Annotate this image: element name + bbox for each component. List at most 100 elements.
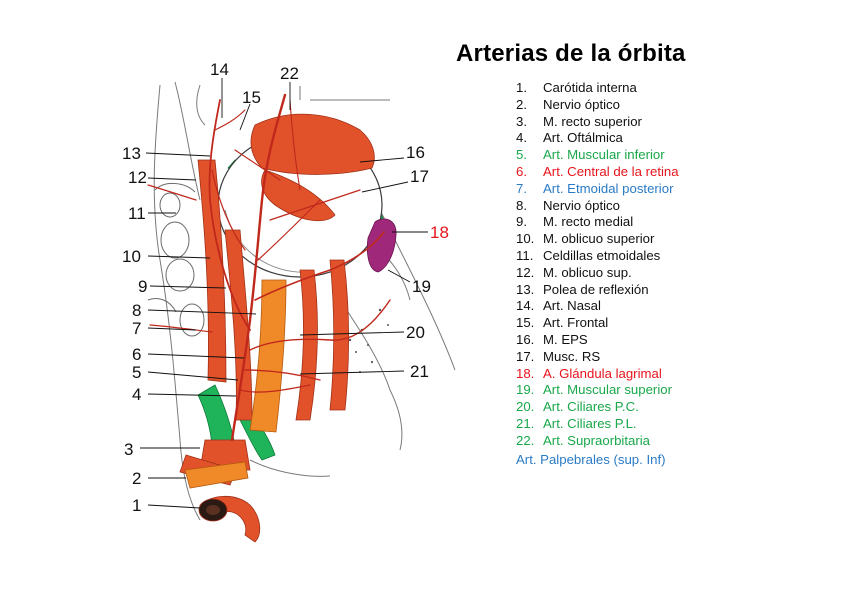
- legend-item-label: Polea de reflexión: [543, 281, 649, 297]
- legend-item-label: Art. Central de la retina: [543, 163, 679, 179]
- diagram-number-14: 14: [210, 60, 229, 79]
- legend-item-label: Art. Oftálmica: [543, 130, 623, 146]
- legend-item-number: 18.: [516, 365, 535, 381]
- legend-item-number: 20.: [516, 399, 535, 415]
- legend-item-label: Art. Nasal: [543, 298, 601, 314]
- legend-item-number: 10.: [516, 231, 535, 247]
- ethmoid-cells: [147, 183, 205, 337]
- legend-list: 1. Carótida interna 2. Nervio óptico 3. M. re…: [516, 80, 679, 450]
- legend-item: 14. Art. Nasal: [516, 298, 679, 315]
- legend-item-number: 16.: [516, 331, 535, 347]
- diagram-number-15: 15: [242, 88, 261, 107]
- page-title: Arterias de la órbita: [456, 40, 686, 67]
- orbit-muscles: [197, 113, 375, 421]
- diagram-number-11: 11: [128, 204, 146, 223]
- legend-item-number: 15.: [516, 315, 535, 331]
- diagram-number-16: 16: [406, 143, 425, 162]
- legend-item-number: 7.: [516, 180, 527, 196]
- legend-item: 7. Art. Etmoidal posterior: [516, 181, 679, 198]
- legend-item-label: M. recto medial: [543, 214, 634, 230]
- legend-item-number: 4.: [516, 130, 527, 146]
- legend-extra-label: Art. Palpebrales (sup. Inf): [516, 452, 666, 467]
- legend-item-label: Nervio óptico: [543, 96, 620, 112]
- legend-item-number: 21.: [516, 415, 535, 431]
- legend-item-label: Art. Etmoidal posterior: [543, 180, 674, 196]
- diagram-number-2: 2: [132, 469, 141, 488]
- legend-item: 13. Polea de reflexión: [516, 282, 679, 299]
- diagram-number-12: 12: [128, 168, 147, 187]
- legend-item: 16. M. EPS: [516, 332, 679, 349]
- legend-item-label: Art. Ciliares P.L.: [543, 415, 637, 431]
- legend-item-number: 22.: [516, 432, 535, 448]
- legend-item: 9. M. recto medial: [516, 214, 679, 231]
- diagram-number-3: 3: [124, 440, 133, 459]
- internal-carotid: [198, 495, 261, 543]
- diagram-number-7: 7: [132, 319, 141, 338]
- legend-item: 3. M. recto superior: [516, 114, 679, 131]
- legend-item: 4. Art. Oftálmica: [516, 130, 679, 147]
- artery-network: [147, 93, 391, 442]
- legend-item-number: 13.: [516, 281, 535, 297]
- diagram-number-18: 18: [430, 223, 449, 242]
- legend-item-label: Art. Muscular inferior: [543, 147, 665, 163]
- legend-item: 19. Art. Muscular superior: [516, 382, 679, 399]
- legend-item: 6. Art. Central de la retina: [516, 164, 679, 181]
- legend-item: 20. Art. Ciliares P.C.: [516, 399, 679, 416]
- legend-item: 2. Nervio óptico: [516, 97, 679, 114]
- legend-item-label: Art. Muscular superior: [543, 382, 672, 398]
- optic-nerve-apex: [184, 461, 249, 489]
- legend-item: 1. Carótida interna: [516, 80, 679, 97]
- legend-item-number: 5.: [516, 147, 527, 163]
- legend-item-number: 9.: [516, 214, 527, 230]
- legend-item: 17. Musc. RS: [516, 349, 679, 366]
- diagram-number-4: 4: [132, 385, 141, 404]
- legend-item: 8. Nervio óptico: [516, 198, 679, 215]
- legend-item-label: Art. Frontal: [543, 315, 609, 331]
- legend-item-number: 14.: [516, 298, 535, 314]
- diagram-number-17: 17: [410, 167, 429, 186]
- legend-item-number: 11.: [516, 247, 534, 263]
- legend-item: 15. Art. Frontal: [516, 315, 679, 332]
- legend-item-number: 6.: [516, 163, 527, 179]
- diagram-number-19: 19: [412, 277, 431, 296]
- legend-item: 11. Celdillas etmoidales: [516, 248, 679, 265]
- diagram-number-6: 6: [132, 345, 141, 364]
- legend-item-label: M. recto superior: [543, 113, 642, 129]
- diagram-number-13: 13: [122, 144, 141, 163]
- legend-item-label: M. oblicuo superior: [543, 231, 655, 247]
- legend-item: 18. A. Glándula lagrimal: [516, 366, 679, 383]
- legend-item-label: M. EPS: [543, 331, 588, 347]
- legend-item-number: 17.: [516, 348, 535, 364]
- diagram-number-5: 5: [132, 363, 141, 382]
- diagram-number-22: 22: [280, 64, 299, 83]
- legend-item-number: 8.: [516, 197, 527, 213]
- diagram-number-9: 9: [138, 277, 147, 296]
- diagram-number-10: 10: [122, 247, 141, 266]
- diagram-number-20: 20: [406, 323, 425, 342]
- legend-item-label: Musc. RS: [543, 348, 601, 364]
- legend-item-label: Carótida interna: [543, 80, 637, 95]
- legend-item-label: Art. Supraorbitaria: [543, 432, 651, 448]
- legend-item-label: M. oblicuo sup.: [543, 264, 632, 280]
- legend-item: 22. Art. Supraorbitaria: [516, 433, 679, 450]
- legend-item-label: Nervio óptico: [543, 197, 620, 213]
- legend-item: 5. Art. Muscular inferior: [516, 147, 679, 164]
- legend-item: 12. M. oblicuo sup.: [516, 265, 679, 282]
- optic-nerve: [249, 279, 287, 433]
- legend-item-label: A. Glándula lagrimal: [543, 365, 662, 381]
- legend-item-number: 3.: [516, 113, 527, 129]
- lacrimal-gland: [366, 218, 397, 273]
- legend-item-label: Art. Ciliares P.C.: [543, 399, 639, 415]
- legend-item: 10. M. oblicuo superior: [516, 231, 679, 248]
- legend-item-number: 2.: [516, 96, 527, 112]
- diagram-number-8: 8: [132, 301, 141, 320]
- legend-item-label: Celdillas etmoidales: [543, 247, 661, 263]
- legend-item-number: 1.: [516, 80, 527, 95]
- legend-item-number: 12.: [516, 264, 535, 280]
- diagram-number-21: 21: [410, 362, 429, 381]
- legend-item: 21. Art. Ciliares P.L.: [516, 416, 679, 433]
- legend-item-number: 19.: [516, 382, 535, 398]
- diagram-number-labels: 1 2 3 4 5 6 7 8 9 10 11 12 13 14 15 16 1…: [122, 60, 449, 515]
- diagram-number-1: 1: [132, 496, 141, 515]
